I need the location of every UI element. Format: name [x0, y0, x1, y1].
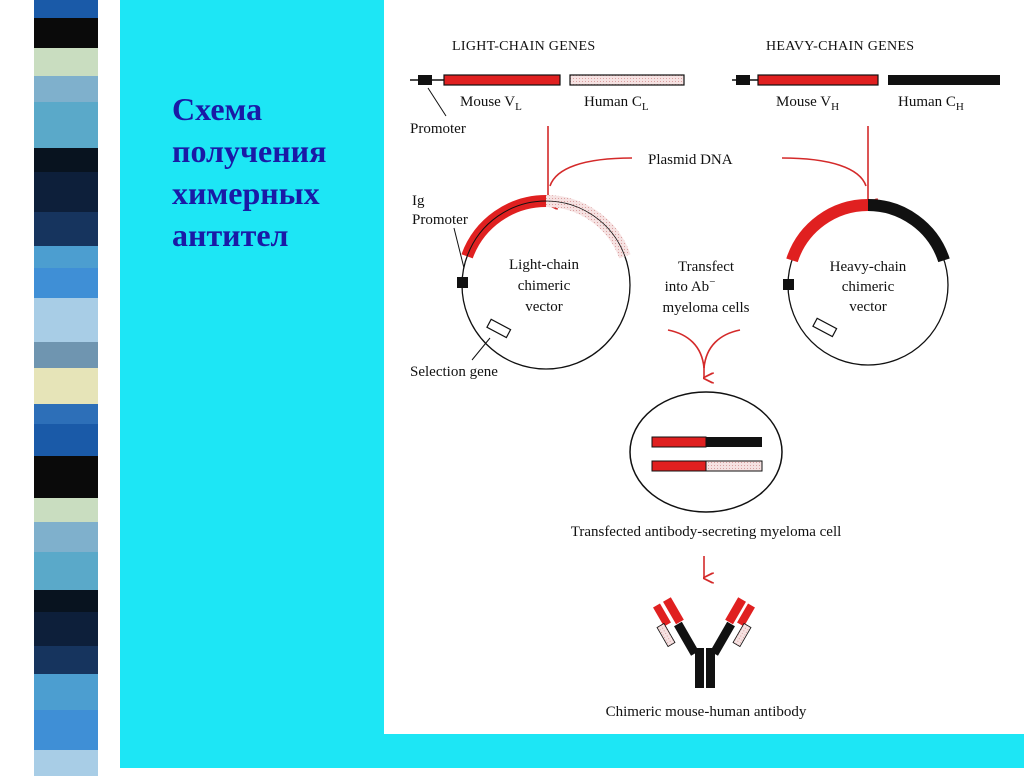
- plasmid-left-curve: [549, 157, 633, 187]
- chimeric-antibody-icon: [653, 597, 755, 688]
- stripe-segment: [34, 498, 98, 522]
- human-ch-label: Human CH: [898, 94, 964, 113]
- mouse-vl-segment: [443, 74, 561, 86]
- heavy-vector-mouse-arc: [786, 199, 869, 263]
- title-line-3: химерных: [172, 175, 320, 211]
- stripe-segment: [34, 710, 98, 750]
- stripe-segment: [34, 172, 98, 212]
- heavy-promoter-box: [736, 75, 750, 85]
- light-vector-label-2: chimeric: [518, 278, 571, 294]
- heavy-vector-label-1: Heavy-chain: [830, 259, 907, 275]
- promoter-pointer: [427, 87, 447, 117]
- slide-title: Схема получения химерных антител: [172, 88, 372, 256]
- stripe-segment: [34, 268, 98, 298]
- light-vector-label-3: vector: [525, 299, 562, 315]
- light-vector-label-1: Light-chain: [509, 257, 579, 273]
- stripe-segment: [34, 522, 98, 552]
- light-promoter-box: [418, 75, 432, 85]
- cell-heavy-mouse-segment: [651, 436, 707, 448]
- stripe-segment: [34, 0, 98, 18]
- stripe-segment: [34, 612, 98, 646]
- heavy-vector-label-3: vector: [849, 299, 886, 315]
- transfect-label-3: myeloma cells: [662, 300, 749, 316]
- title-line-2: получения: [172, 133, 327, 169]
- promoter-label: Promoter: [410, 121, 466, 137]
- heavy-chain-header: HEAVY-CHAIN GENES: [766, 39, 914, 54]
- stripe-segment: [34, 424, 98, 456]
- stripe-segment: [34, 646, 98, 674]
- heavy-vector-promoter: [783, 279, 794, 290]
- human-cl-segment: [569, 74, 685, 86]
- stripe-segment: [34, 368, 98, 404]
- mouse-vh-label: Mouse VH: [776, 94, 839, 113]
- cell-light-human-segment: [705, 460, 763, 472]
- plasmid-right-curve: [781, 157, 867, 187]
- title-line-1: Схема: [172, 91, 263, 127]
- stripe-segment: [34, 298, 98, 342]
- decorative-stripe-bar: [0, 0, 120, 776]
- light-vector-mouse-arc: [461, 195, 547, 259]
- stripe-segment: [34, 590, 98, 612]
- light-vector-promoter: [457, 277, 468, 288]
- transfected-cell-label: Transfected antibody-secreting myeloma c…: [571, 524, 842, 540]
- heavy-vector-label-2: chimeric: [842, 279, 895, 295]
- chimeric-antibody-label: Chimeric mouse-human antibody: [606, 704, 807, 720]
- selection-gene-pointer: [471, 337, 491, 361]
- human-cl-label: Human CL: [584, 94, 649, 113]
- transfect-label-1: Transfect: [678, 259, 735, 275]
- cell-light-mouse-segment: [651, 460, 707, 472]
- stripe-segment: [34, 456, 98, 498]
- converge-right-curve: [703, 329, 741, 369]
- chimeric-antibody-figure: LIGHT-CHAIN GENES HEAVY-CHAIN GENES Mous…: [384, 0, 1024, 734]
- selection-gene-label: Selection gene: [410, 364, 498, 380]
- stripe-segment: [34, 404, 98, 424]
- plasmid-dna-label: Plasmid DNA: [648, 152, 733, 168]
- converge-left-curve: [667, 329, 705, 369]
- ig-promoter-label: Promoter: [412, 212, 468, 228]
- mouse-vh-segment: [757, 74, 879, 86]
- light-vector-human-arc-line: [545, 200, 626, 257]
- stripe-segment: [34, 148, 98, 172]
- stripe-segment: [34, 18, 98, 48]
- stripe-segment: [34, 212, 98, 246]
- ig-label: Ig: [412, 193, 425, 209]
- transfect-label-2: into Ab−: [665, 276, 716, 295]
- stripe-segment: [34, 342, 98, 368]
- myeloma-cell: [629, 391, 783, 513]
- title-line-4: антител: [172, 217, 289, 253]
- stripe-segment: [34, 750, 98, 776]
- ig-promoter-pointer: [453, 227, 465, 269]
- cell-heavy-human-segment: [706, 437, 762, 447]
- heavy-vector-human-arc: [867, 199, 950, 263]
- selection-gene-box: [486, 318, 512, 339]
- heavy-selection-gene-box: [812, 317, 838, 338]
- mouse-vl-label: Mouse VL: [460, 94, 522, 113]
- light-chain-header: LIGHT-CHAIN GENES: [452, 39, 595, 54]
- diagram-canvas: LIGHT-CHAIN GENES HEAVY-CHAIN GENES Mous…: [410, 39, 1000, 720]
- stripe-segment: [34, 674, 98, 710]
- human-ch-segment: [888, 75, 1000, 85]
- stripe-segment: [34, 76, 98, 102]
- stripe-segment: [34, 48, 98, 76]
- stripe-segment: [34, 246, 98, 268]
- stripe-segment: [34, 102, 98, 148]
- light-vector-mouse-arc-outline: [466, 200, 547, 257]
- light-vector-human-arc: [545, 195, 631, 259]
- stripe-segment: [34, 552, 98, 590]
